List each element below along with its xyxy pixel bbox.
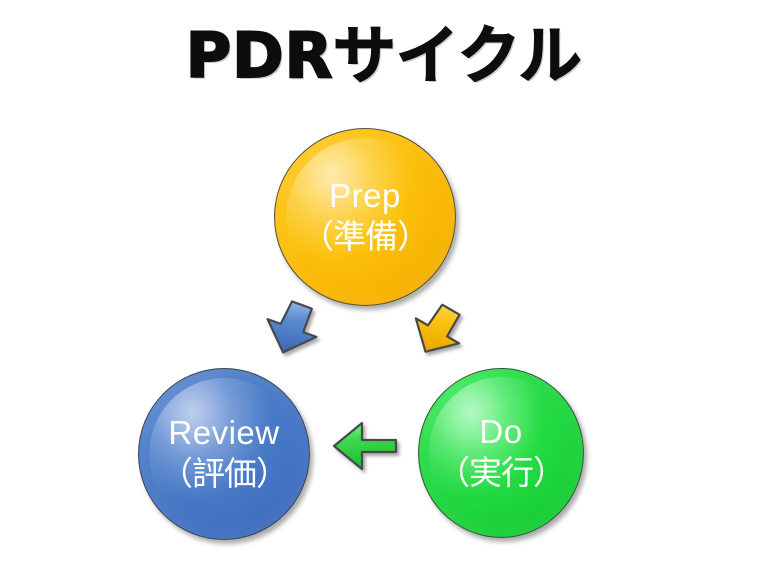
cycle-node-review-label-en: Review xyxy=(168,414,280,451)
cycle-node-review[interactable]: Review （評価） xyxy=(138,368,310,540)
cycle-node-do[interactable]: Do （実行） xyxy=(418,368,584,538)
arrow-review-to-prep xyxy=(266,300,318,354)
arrow-prep-to-do xyxy=(414,303,461,353)
cycle-node-prep-label-en: Prep xyxy=(329,177,401,214)
cycle-node-review-label-jp: （評価） xyxy=(160,454,289,493)
cycle-node-do-label-en: Do xyxy=(479,413,523,450)
cycle-node-do-label-jp: （実行） xyxy=(437,453,566,492)
cycle-node-prep[interactable]: Prep （準備） xyxy=(274,128,456,306)
arrow-do-to-review xyxy=(332,421,398,471)
page-title: PDRサイクル xyxy=(185,19,583,93)
cycle-node-prep-label-jp: （準備） xyxy=(301,217,430,256)
